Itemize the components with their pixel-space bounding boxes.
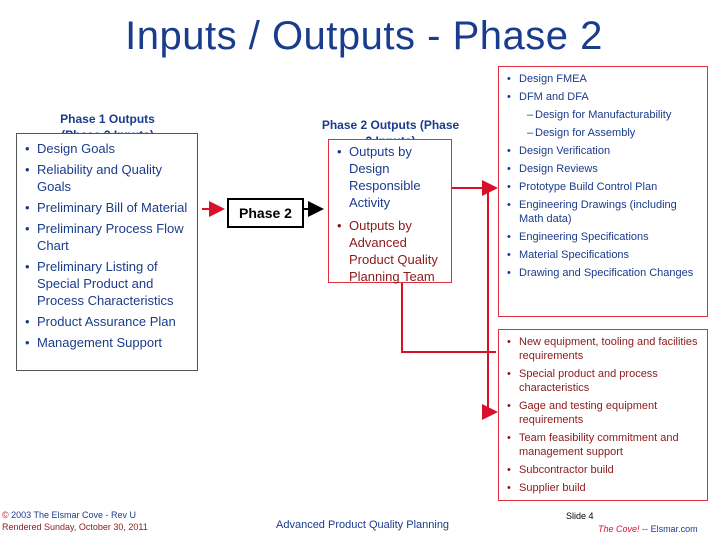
phase2-box: Phase 2 xyxy=(227,198,304,228)
footer-rendered-date: Rendered Sunday, October 30, 2011 xyxy=(2,522,148,532)
phase1-output-item: Product Assurance Plan xyxy=(23,313,193,330)
design-output-item: DFM and DFA xyxy=(505,90,703,104)
phase2-output-item: Outputs by Design Responsible Activity xyxy=(335,143,447,211)
slide-number: Slide 4 xyxy=(566,511,594,521)
copyright-symbol: © xyxy=(2,510,9,520)
phase2-outputs-box: Outputs by Design Responsible ActivityOu… xyxy=(328,139,452,285)
team-output-item: Supplier build xyxy=(505,481,703,495)
footer-site: The Cove! -- Elsmar.com xyxy=(598,524,698,534)
design-output-item: Prototype Build Control Plan xyxy=(505,180,703,194)
design-output-item: Material Specifications xyxy=(505,248,703,262)
design-outputs-box: Design FMEA DFM and DFA Design for Manufac… xyxy=(498,66,708,317)
phase1-output-item: Preliminary Bill of Material xyxy=(23,199,193,216)
copyright-text: 2003 The Elsmar Cove - Rev U xyxy=(11,510,137,520)
design-output-item: Engineering Drawings (including Math dat… xyxy=(505,198,703,226)
design-output-subitem: Design for Manufacturability xyxy=(505,108,703,122)
site-link[interactable]: Elsmar.com xyxy=(650,524,698,534)
footer-separator: -- xyxy=(642,524,649,534)
team-output-item: New equipment, tooling and facilities re… xyxy=(505,335,703,363)
outputs-to-team-connector xyxy=(401,283,496,353)
phase1-output-item: Reliability and Quality Goals xyxy=(23,161,193,195)
slide-title: Inputs / Outputs - Phase 2 xyxy=(125,14,603,58)
design-to-team-connector xyxy=(482,188,498,420)
design-output-item: Design Reviews xyxy=(505,162,703,176)
phase1-output-item: Management Support xyxy=(23,334,193,351)
phase1-outputs-box: Design GoalsReliability and Quality Goal… xyxy=(16,133,198,371)
cove-label: The Cove! xyxy=(598,524,640,534)
design-output-item: Engineering Specifications xyxy=(505,230,703,244)
phase1-output-item: Preliminary Listing of Special Product a… xyxy=(23,258,193,309)
footer-copyright: © 2003 The Elsmar Cove - Rev U xyxy=(2,510,136,520)
phase2-output-item: Outputs by Advanced Product Quality Plan… xyxy=(335,217,447,285)
design-output-item: Design Verification xyxy=(505,144,703,158)
phase1-output-item: Design Goals xyxy=(23,140,193,157)
design-output-subitem: Design for Assembly xyxy=(505,126,703,140)
footer-center-title: Advanced Product Quality Planning xyxy=(276,519,450,531)
phase1-output-item: Preliminary Process Flow Chart xyxy=(23,220,193,254)
design-output-item: Drawing and Specification Changes xyxy=(505,266,703,280)
team-output-item: Gage and testing equipment requirements xyxy=(505,399,703,427)
team-output-item: Subcontractor build xyxy=(505,463,703,477)
design-output-item: Design FMEA xyxy=(505,72,703,86)
team-output-item: Special product and process characterist… xyxy=(505,367,703,395)
team-output-item: Team feasibility commitment and manageme… xyxy=(505,431,703,459)
team-outputs-box: New equipment, tooling and facilities re… xyxy=(498,329,708,501)
